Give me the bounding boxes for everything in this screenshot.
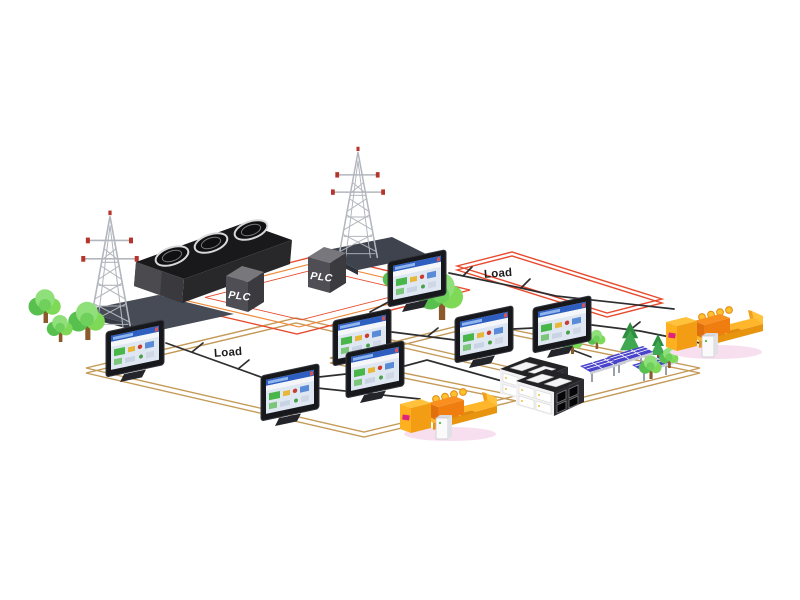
plc-top xyxy=(308,247,346,263)
plc-side xyxy=(330,253,346,293)
generator-fan-vents xyxy=(154,219,269,267)
hmi-panel-5 xyxy=(532,295,592,362)
plc-2: PLC xyxy=(308,247,346,293)
tower-platform xyxy=(80,295,234,331)
hmi-panel-4 xyxy=(454,305,514,372)
battery-storage-units xyxy=(499,356,585,417)
load-label-top: Load xyxy=(484,267,513,281)
genset-bottom xyxy=(399,388,498,442)
switch-icon xyxy=(237,359,250,370)
plc-label: PLC xyxy=(228,289,252,304)
line-hmi6-to-building xyxy=(400,359,503,382)
plc-top xyxy=(226,266,264,282)
hmi-panel-2 xyxy=(105,319,165,386)
plc-side xyxy=(248,272,264,312)
line-hmi4-to-hmi5 xyxy=(512,327,535,330)
plc-label: PLC xyxy=(310,270,334,285)
switch-icon xyxy=(191,342,204,353)
switch-icon xyxy=(520,278,531,289)
industrial-generator xyxy=(134,219,292,303)
switch-icon xyxy=(462,266,473,277)
line-hmi2-to-hmi7 xyxy=(165,342,273,382)
generator-end-sheen xyxy=(134,262,162,295)
plc-1: PLC xyxy=(226,266,264,312)
plc-front xyxy=(226,276,248,312)
plc-front xyxy=(308,257,330,293)
line-hmi3-to-hmi4 xyxy=(391,331,456,341)
line-hmi1-to-genset-right xyxy=(448,272,675,310)
switch-icon xyxy=(427,327,439,337)
genset-right xyxy=(665,306,764,360)
load-label-left: Load xyxy=(214,346,243,360)
